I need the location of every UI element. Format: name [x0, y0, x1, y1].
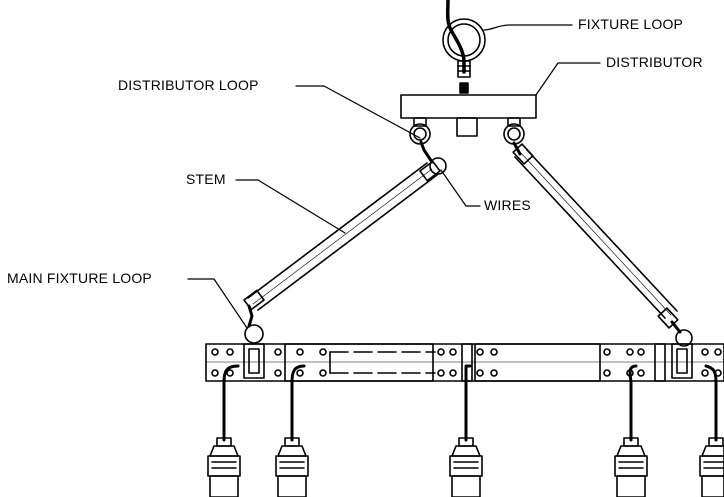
leader-fixture-loop — [483, 24, 573, 31]
label-fixture-loop: FIXTURE LOOP — [578, 16, 684, 32]
socket-cords — [222, 364, 718, 442]
label-distributor-loop: DISTRIBUTOR LOOP — [118, 77, 259, 93]
lamp-socket-3 — [449, 437, 483, 497]
label-main-fixture-loop: MAIN FIXTURE LOOP — [7, 270, 152, 286]
distributor-loop-left — [409, 117, 431, 145]
label-stem: STEM — [186, 171, 226, 187]
stem-right — [512, 141, 693, 347]
lamp-socket-1 — [207, 437, 241, 497]
leader-lines — [187, 24, 601, 329]
leader-main-fixture-loop — [187, 278, 248, 329]
distributor-loop-right — [503, 117, 525, 145]
lamp-socket-5 — [699, 437, 724, 497]
lamp-socket-4 — [614, 437, 648, 497]
label-distributor: DISTRIBUTOR — [606, 54, 703, 70]
main-fixture-loop — [243, 304, 265, 379]
leader-distributor-loop — [295, 85, 421, 139]
stem-left — [243, 160, 441, 311]
leader-distributor — [535, 62, 601, 96]
distributor — [400, 94, 537, 137]
fixture-loop — [442, 18, 486, 94]
wires — [419, 140, 447, 175]
label-wires: WIRES — [484, 197, 531, 213]
leader-stem — [235, 179, 346, 234]
leader-wires — [440, 169, 481, 207]
lamp-socket-2 — [275, 437, 309, 497]
